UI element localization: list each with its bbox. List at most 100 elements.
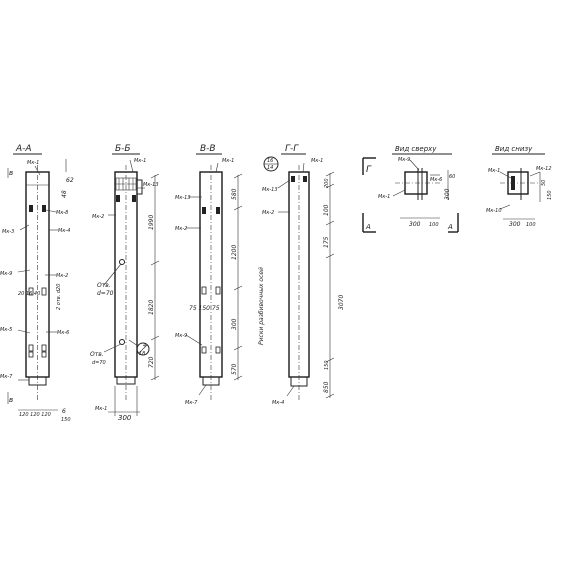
top-view-title: Вид сверху bbox=[395, 145, 437, 153]
section-a-plate bbox=[28, 287, 34, 296]
bottom-view-dim-100: 100 bbox=[526, 222, 536, 228]
section-g-title: Г-Г bbox=[285, 144, 299, 154]
bottom-view-dim-50: 50 bbox=[541, 180, 547, 186]
section-a-pitch: 20 16 40 bbox=[18, 291, 40, 297]
bottom-view: Вид снизу Мк-1 Мк-12 Мк-10 300 100 50 15… bbox=[486, 145, 553, 228]
section-v-plate bbox=[215, 346, 221, 354]
section-v-label-mk9: Мк-9 bbox=[175, 333, 187, 339]
section-v-dim-580: 580 bbox=[231, 188, 238, 200]
section-a-mark-v: в bbox=[9, 169, 13, 177]
section-a-label-mk3: Мк-3 bbox=[2, 229, 14, 235]
section-g-label-mk2: Мк-2 bbox=[262, 210, 274, 216]
section-a-top-dim: 48 bbox=[61, 190, 68, 198]
section-v-v: В-В Мк-1 Мк-13 Мк-2 Мк-9 Мк-7 75 150 75 … bbox=[175, 144, 243, 406]
section-a-g-dim: 150 bbox=[61, 417, 71, 423]
section-b-label-mk1-bottom: Мк-1 bbox=[95, 406, 107, 412]
top-view-dim-300: 300 bbox=[409, 221, 421, 228]
section-g-plate bbox=[291, 176, 295, 182]
section-g-g: Г-Г 16 14 Мк-1 Мк-13 Мк-2 Мк-4 200 100 1… bbox=[262, 144, 345, 406]
section-a-holes-note: 2 отв. d20 bbox=[56, 284, 62, 310]
top-view-mark-a: А bbox=[365, 223, 371, 231]
section-b-base bbox=[116, 376, 136, 385]
section-g-dim-200: 200 bbox=[324, 178, 330, 188]
section-b-hole-top: Отв. bbox=[97, 282, 111, 289]
section-a-label-mk5: Мк-5 bbox=[0, 327, 12, 333]
section-a-label-mk8: Мк-8 bbox=[56, 210, 68, 216]
bottom-view-label-mk1: Мк-1 bbox=[488, 168, 500, 174]
section-a-plate bbox=[28, 344, 34, 352]
section-a-bottom-mark: в bbox=[9, 396, 13, 404]
bottom-view-label-mk12: Мк-12 bbox=[536, 166, 552, 172]
section-g-label-mk1: Мк-1 bbox=[311, 158, 323, 164]
section-b-hole bbox=[119, 339, 125, 345]
section-v-plate bbox=[201, 286, 207, 295]
top-view-label-mk1: Мк-1 bbox=[378, 194, 390, 200]
bottom-view-dim-300: 300 bbox=[509, 221, 521, 228]
section-v-plate bbox=[201, 346, 207, 354]
section-a-label-mk7: Мк-7 bbox=[0, 374, 13, 380]
section-v-plate bbox=[215, 286, 221, 295]
section-v-dim-1200: 1200 bbox=[231, 245, 238, 260]
top-view-mark-g: Г bbox=[366, 165, 372, 175]
section-g-plate bbox=[303, 176, 307, 182]
section-v-dim-570: 570 bbox=[231, 363, 238, 375]
section-v-label-mk1: Мк-1 bbox=[222, 158, 234, 164]
section-b-plate bbox=[132, 195, 136, 202]
top-view-label-mk9: Мк-9 bbox=[398, 157, 410, 163]
top-view: Вид сверху Г А А Мк-9 Мк-1 Мк-6 300 100 … bbox=[362, 145, 459, 233]
top-view-dim-100: 100 bbox=[429, 222, 439, 228]
section-b-callout-a: 4 bbox=[143, 343, 146, 349]
section-v-title: В-В bbox=[200, 144, 216, 154]
section-b-callout-b: 18 bbox=[139, 351, 145, 357]
section-b-label-mk2: Мк-2 bbox=[92, 214, 104, 220]
section-g-base bbox=[290, 376, 308, 387]
section-a-label-mk6: Мк-6 bbox=[57, 330, 69, 336]
section-g-callout-bottom: 14 bbox=[267, 165, 273, 171]
section-a-label-mk9: Мк-9 bbox=[0, 271, 12, 277]
section-a-plate bbox=[29, 205, 33, 212]
section-v-label-mk7: Мк-7 bbox=[185, 400, 198, 406]
section-g-dim-175: 175 bbox=[323, 236, 330, 248]
section-b-label-mk13: Мк-13 bbox=[143, 182, 159, 188]
section-v-pitch: 75 150 75 bbox=[189, 305, 220, 312]
section-v-plate bbox=[202, 207, 206, 214]
top-view-dim-300v: 300 bbox=[444, 188, 451, 200]
section-g-dim-100: 100 bbox=[323, 204, 330, 216]
section-a-plate bbox=[42, 205, 46, 212]
section-a-plate bbox=[28, 351, 34, 358]
axis-marks-note: Риски разбивочных осей bbox=[258, 267, 265, 345]
section-a-plate bbox=[41, 287, 47, 296]
section-b-hole bbox=[119, 259, 125, 265]
section-a-a: А-А в 62 48 в Мк-1 Мк-8 Мк-3 Мк-4 bbox=[0, 144, 74, 423]
top-view-dim-60: 60 bbox=[449, 174, 455, 180]
section-v-base bbox=[202, 376, 220, 386]
top-view-mark-a-right: А bbox=[447, 223, 453, 231]
section-g-dim-150: 150 bbox=[324, 360, 330, 370]
section-b-callout bbox=[136, 342, 150, 356]
section-g-label-mk13: Мк-13 bbox=[262, 187, 278, 193]
section-g-dim-850: 850 bbox=[323, 381, 330, 393]
section-a-plate bbox=[41, 351, 47, 358]
section-g-dim-3070: 3070 bbox=[338, 295, 345, 310]
section-b-width: 300 bbox=[118, 414, 132, 422]
section-v-plate bbox=[216, 207, 220, 214]
section-a-title: А-А bbox=[15, 144, 32, 154]
section-a-plate bbox=[41, 344, 47, 352]
section-b-dim-1820: 1820 bbox=[148, 300, 155, 315]
section-v-label-mk2: Мк-2 bbox=[175, 226, 187, 232]
section-a-base bbox=[28, 376, 47, 386]
bottom-view-title: Вид снизу bbox=[495, 145, 533, 153]
bottom-view-dim-150: 150 bbox=[547, 190, 553, 200]
section-a-f-dim: 6 bbox=[62, 408, 66, 415]
section-b-hole-bottom-d: d=70 bbox=[92, 360, 106, 366]
section-g-label-mk4: Мк-4 bbox=[272, 400, 284, 406]
section-a-label-mk1: Мк-1 bbox=[27, 160, 39, 166]
bottom-view-label-mk10: Мк-10 bbox=[486, 208, 502, 214]
section-v-dim-300: 300 bbox=[231, 318, 238, 330]
section-a-label-mk2: Мк-2 bbox=[56, 273, 68, 279]
section-b-title: Б-Б bbox=[115, 144, 131, 154]
section-b-hole-bottom: Отв. bbox=[90, 351, 104, 358]
section-b-label-mk1: Мк-1 bbox=[134, 158, 146, 164]
section-v-label-mk13: Мк-13 bbox=[175, 195, 191, 201]
top-view-label-mk6: Мк-6 bbox=[430, 177, 442, 183]
